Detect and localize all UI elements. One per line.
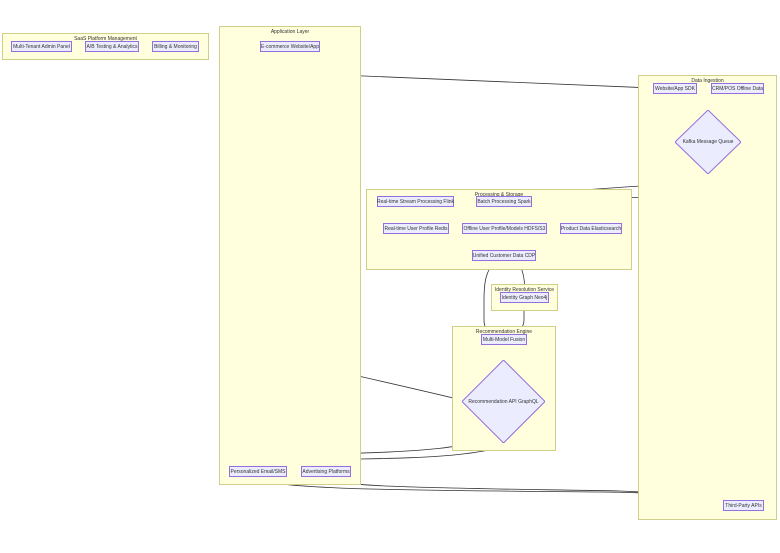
node-ecommerce-app[interactable]: E-commerce Website/App [260,41,320,52]
cluster-title-app: Application Layer [270,29,310,35]
node-cdp[interactable]: Unified Customer Data CDP [472,250,536,261]
node-identity-graph[interactable]: Identity Graph Neo4j [500,292,549,303]
node-website-sdk[interactable]: Website/App SDK [653,83,697,94]
cluster-application-layer: Application Layer [219,26,361,485]
node-crm-pos[interactable]: CRM/POS Offline Data [711,83,764,94]
cluster-title-reco: Recommendation Engine [475,329,533,335]
node-billing[interactable]: Billing & Monitoring [152,41,199,52]
cluster-title-identity: Identity Resolution Service [494,287,555,293]
node-elasticsearch[interactable]: Product Data Elasticsearch [560,223,622,234]
node-advertising-platforms[interactable]: Advertising Platforms [301,466,351,477]
node-admin-panel[interactable]: Multi-Tenant Admin Panel [11,41,72,52]
node-redis[interactable]: Real-time User Profile Redis [383,223,449,234]
cluster-title-ingest: Data Ingestion [691,78,724,84]
node-multi-model-fusion[interactable]: Multi-Model Fusion [481,334,527,345]
node-personalized-email[interactable]: Personalized Email/SMS [229,466,287,477]
kafka-label: Kafka Message Queue [682,139,734,145]
node-spark[interactable]: Batch Processing Spark [476,196,532,207]
node-kafka-diamond[interactable] [675,110,741,174]
node-hdfs[interactable]: Offline User Profile/Models HDFS/S3 [462,223,547,234]
node-third-party-apis[interactable]: Third-Party APIs [723,500,764,511]
node-ab-testing[interactable]: A/B Testing & Analytics [85,41,139,52]
cluster-title-processing: Processing & Storage [474,192,524,198]
cluster-title-saas: SaaS Platform Management [74,36,137,42]
node-recommendation-api-diamond[interactable] [462,360,545,443]
recommendation-api-label: Recommendation API GraphQL [468,398,539,405]
node-flink[interactable]: Real-time Stream Processing Flink [377,196,454,207]
